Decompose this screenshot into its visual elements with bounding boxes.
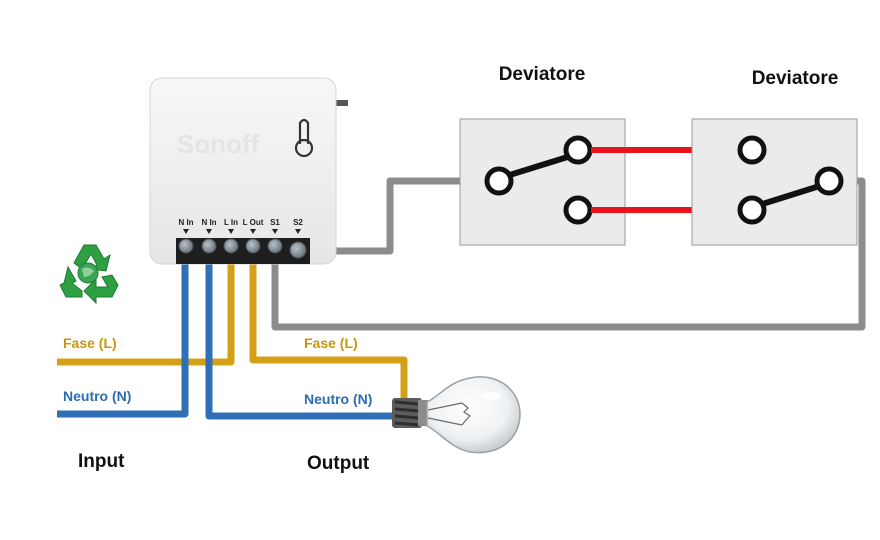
screw-s1	[267, 238, 283, 254]
output-section-label: Output	[307, 453, 370, 474]
smart-switch-module: Sonoff N In N In L In L Out S1 S2	[149, 77, 348, 265]
input-neutral-label: Neutro (N)	[63, 388, 131, 404]
switch-left-upper-terminal	[563, 135, 593, 165]
touch-icon	[294, 118, 314, 158]
switch-right-title: Deviatore	[752, 68, 839, 89]
output-neutral-wire	[205, 252, 398, 420]
bulb-base	[392, 398, 428, 428]
input-phase-wire	[57, 252, 235, 366]
input-phase-label: Fase (L)	[63, 335, 117, 351]
terminal-label-l-in: L In	[224, 218, 238, 227]
terminal-label-s1: S1	[270, 218, 280, 227]
terminal-block	[176, 238, 310, 264]
bulb-filament	[427, 402, 471, 426]
terminal-label-n-in-1: N In	[178, 218, 193, 227]
light-bulb-icon	[392, 376, 521, 454]
recycle-icon	[59, 244, 119, 305]
output-phase-label: Fase (L)	[304, 335, 358, 351]
bulb-glass	[426, 376, 521, 454]
switch-left: Deviatore	[459, 64, 626, 246]
terminal-labels: N In N In L In L Out S1 S2	[178, 218, 303, 227]
terminal-screws	[178, 238, 307, 259]
terminal-arrows	[183, 229, 301, 234]
terminal-label-s2: S2	[293, 218, 303, 227]
switch-wire-s2	[300, 177, 485, 255]
input-section-label: Input	[78, 451, 125, 472]
output-neutral-label: Neutro (N)	[304, 391, 372, 407]
switch-right: Deviatore	[691, 68, 858, 246]
output-phase-wire	[249, 252, 408, 398]
switch-left-lower-terminal	[563, 195, 593, 225]
switch-left-title: Deviatore	[499, 64, 586, 85]
module-brand: Sonoff	[177, 129, 260, 159]
terminal-label-l-out: L Out	[243, 218, 264, 227]
input-neutral-wire	[57, 252, 189, 418]
screw-l-in	[223, 238, 239, 254]
switch-left-lever	[497, 152, 577, 181]
screw-n-in-2	[201, 238, 217, 254]
switch-left-common-terminal	[484, 166, 514, 196]
switch-right-common-terminal	[814, 166, 844, 196]
terminal-label-n-in-2: N In	[201, 218, 216, 227]
screw-s2	[289, 241, 307, 259]
screw-l-out	[245, 238, 261, 254]
switch-right-lever	[753, 181, 829, 209]
screw-n-in-1	[178, 238, 194, 254]
switch-right-upper-terminal	[737, 135, 767, 165]
switch-right-lower-terminal	[737, 195, 767, 225]
